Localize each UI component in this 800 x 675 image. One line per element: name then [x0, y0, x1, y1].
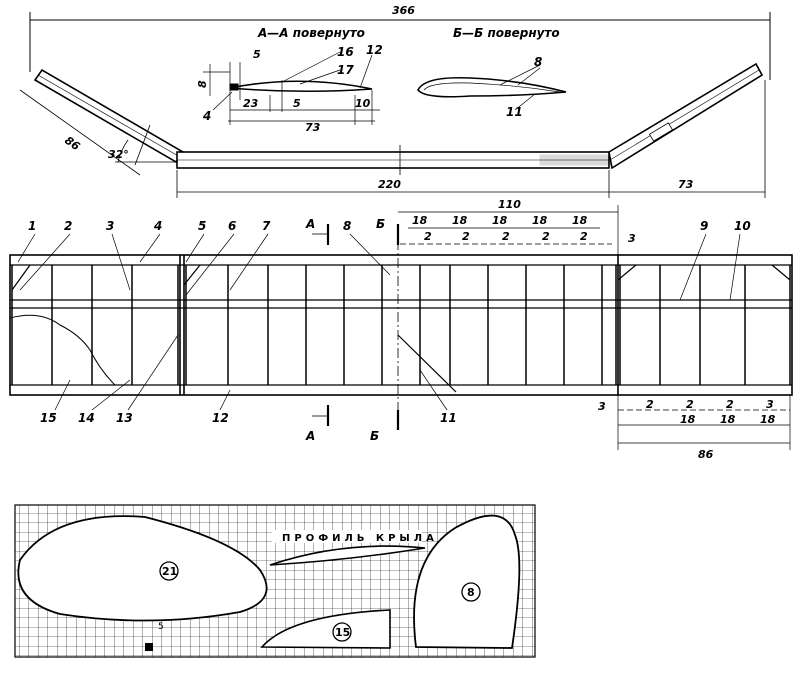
spacing-2-bottom: 2 — [646, 398, 654, 411]
part-label-1: 1 — [28, 219, 36, 233]
spacing-2-bottom: 2 — [726, 398, 734, 411]
part-label-8: 8 — [343, 219, 351, 233]
dim-86-plan: 86 — [698, 448, 714, 461]
ribs — [11, 265, 791, 385]
section-a-bottom: А — [305, 429, 315, 443]
plan-view — [9, 205, 793, 450]
spacing-3-bottom: 3 — [766, 398, 774, 411]
dim-86-tip: 86 — [62, 134, 82, 154]
dim-110: 110 — [498, 198, 521, 211]
dim-angle: 32° — [108, 148, 129, 161]
spacing-18-top: 18 — [492, 214, 508, 227]
aa-label-12: 12 — [366, 43, 383, 57]
part-label-5: 5 — [198, 219, 206, 233]
spacing-18-top: 18 — [412, 214, 428, 227]
section-aa-profile — [203, 51, 380, 125]
part-label-11: 11 — [440, 411, 457, 425]
dim-220: 220 — [378, 178, 401, 191]
bb-label-8: 8 — [534, 55, 542, 69]
spacing-2-top: 2 — [424, 230, 432, 243]
spacing-2-top: 2 — [502, 230, 510, 243]
grid-dim: 5 — [158, 622, 164, 632]
part-label-13: 13 — [116, 411, 133, 425]
spacing-18-bottom: 18 — [680, 413, 696, 426]
aa-dim-10: 10 — [355, 97, 371, 110]
circle-15 — [332, 622, 352, 642]
part-label-4: 4 — [153, 219, 162, 233]
aa-label-16: 16 — [337, 45, 354, 59]
spacing-2-bottom: 2 — [686, 398, 694, 411]
spacing-2-top: 2 — [542, 230, 550, 243]
section-bb-title: Б—Б повернуто — [453, 26, 560, 40]
part-label-14: 14 — [78, 411, 95, 425]
part-label-15: 15 — [40, 411, 57, 425]
aa-label-17: 17 — [337, 63, 354, 77]
spacing-18-top: 18 — [572, 214, 588, 227]
spacing-18-bottom: 18 — [720, 413, 736, 426]
part-label-9: 9 — [700, 219, 708, 233]
front-view — [19, 12, 771, 198]
template-title: ПРОФИЛЬ КРЫЛА — [282, 533, 438, 544]
dim-3-top: 3 — [628, 232, 636, 245]
spacing-2-top: 2 — [580, 230, 588, 243]
section-a-top: А — [305, 217, 315, 231]
section-b-bottom: Б — [370, 429, 379, 443]
part-label-6: 6 — [228, 219, 236, 233]
aa-dim-23: 23 — [243, 97, 259, 110]
aa-dim-5a: 5 — [253, 48, 261, 61]
spacing-18-top: 18 — [532, 214, 548, 227]
template-21: 21 — [162, 565, 177, 578]
aa-dim-5b: 5 — [293, 97, 301, 110]
spacing-18-bottom: 18 — [760, 413, 776, 426]
template-15: 15 — [335, 626, 350, 639]
part-label-7: 7 — [262, 219, 271, 233]
aa-dim-73: 73 — [305, 121, 321, 134]
aa-label-4: 4 — [202, 109, 211, 123]
aa-dim-8: 8 — [196, 80, 209, 88]
spacing-2-top: 2 — [462, 230, 470, 243]
section-bb-profile — [417, 64, 567, 111]
circle-21 — [159, 561, 179, 581]
dim-3-left: 3 — [598, 400, 606, 413]
section-b-top: Б — [376, 217, 385, 231]
template-8: 8 — [467, 586, 475, 599]
part-label-12: 12 — [212, 411, 229, 425]
part-label-3: 3 — [106, 219, 114, 233]
bb-label-11: 11 — [506, 105, 523, 119]
dim-366: 366 — [392, 4, 415, 17]
section-aa-title: А—А повернуто — [257, 26, 365, 40]
part-label-10: 10 — [734, 219, 751, 233]
part-label-2: 2 — [64, 219, 72, 233]
spacing-18-top: 18 — [452, 214, 468, 227]
template-sheet — [14, 504, 536, 658]
dim-73-tip: 73 — [678, 178, 694, 191]
circle-8 — [461, 582, 481, 602]
